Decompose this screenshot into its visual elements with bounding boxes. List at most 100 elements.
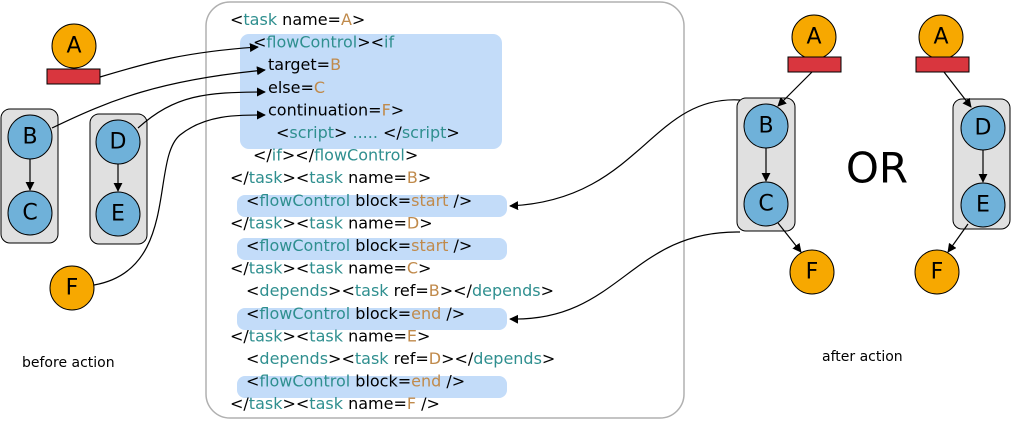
or-label: OR <box>846 144 908 193</box>
code-token: < <box>246 304 259 323</box>
after2-node-e <box>960 182 1006 228</box>
code-token: >< <box>282 168 309 187</box>
code-token: >< <box>282 326 309 345</box>
code-token: < <box>276 123 289 142</box>
code-token: task <box>249 168 283 187</box>
code-token: ></ <box>282 146 315 165</box>
code-token: ref= <box>389 349 429 368</box>
code-token: > <box>418 259 431 278</box>
code-token: if <box>272 146 282 165</box>
before-task-a-bar <box>46 68 101 85</box>
start-d-highlight <box>237 238 507 260</box>
code-token: task <box>249 259 283 278</box>
code-token: name= <box>343 394 407 413</box>
before-node-e <box>95 191 141 237</box>
code-line: </task><task name=F /> <box>230 394 440 413</box>
code-line: <flowControl><if <box>253 33 394 52</box>
code-token: task <box>309 213 343 232</box>
code-token: >< <box>282 213 309 232</box>
arrow-f-to-continuation <box>93 110 266 286</box>
before-node-c <box>7 190 53 236</box>
after1-node-c <box>743 181 789 227</box>
code-token: D <box>429 349 441 368</box>
code-token: name= <box>343 168 407 187</box>
after2-task-a-bar <box>915 56 970 73</box>
code-token: C <box>407 259 418 278</box>
after1-node-b-label: B <box>758 114 773 139</box>
code-token: < <box>246 349 259 368</box>
code-token: block= <box>350 191 411 210</box>
code-token: depends <box>259 281 328 300</box>
code-token: continuation= <box>268 100 382 119</box>
after2-node-f-label: F <box>931 260 944 285</box>
code-token: ref= <box>389 281 429 300</box>
code-token: F <box>407 394 416 413</box>
code-token: task <box>355 281 389 300</box>
code-token: D <box>407 213 419 232</box>
code-token: >< <box>282 394 309 413</box>
if-block-highlight <box>240 34 502 149</box>
code-line: <depends><task ref=D></depends> <box>246 349 555 368</box>
code-token: name= <box>277 10 341 29</box>
before-node-f-label: F <box>66 276 79 301</box>
code-line: <flowControl block=start /> <box>246 191 472 210</box>
code-token: </ <box>230 394 249 413</box>
before-node-f <box>49 265 95 311</box>
code-token: </ <box>230 259 249 278</box>
code-token: task <box>249 326 283 345</box>
code-token: ..... <box>353 123 378 142</box>
code-token: task <box>249 213 283 232</box>
code-token: < <box>253 33 266 52</box>
before-node-d-label: D <box>110 130 127 155</box>
code-token: name= <box>343 213 407 232</box>
code-token: >< <box>282 259 309 278</box>
code-token: /> <box>441 304 465 323</box>
end-c-highlight <box>237 308 507 330</box>
code-token: > <box>418 168 431 187</box>
end-e-highlight <box>237 376 507 398</box>
code-token: ></ <box>440 281 473 300</box>
code-token: > <box>391 100 404 119</box>
code-line: else=C <box>268 78 325 97</box>
arrow-a-to-flowcontrol <box>99 43 259 78</box>
arrow-d-to-else <box>137 87 266 129</box>
code-line: <depends><task ref=B></depends> <box>246 281 554 300</box>
code-line: continuation=F> <box>268 100 404 119</box>
code-token: depends <box>472 281 541 300</box>
code-line: target=B <box>268 55 341 74</box>
code-token: task <box>243 10 277 29</box>
code-token: /> <box>441 372 465 391</box>
code-token: task <box>355 349 389 368</box>
code-token: A <box>341 10 352 29</box>
after2-node-e-label: E <box>976 193 990 218</box>
after1-node-f <box>789 249 835 295</box>
code-token: target= <box>268 55 330 74</box>
code-token: flowControl <box>259 191 350 210</box>
before-node-b-label: B <box>22 125 37 150</box>
code-token: /> <box>448 236 472 255</box>
code-token: > <box>541 281 554 300</box>
code-token: /> <box>448 191 472 210</box>
code-token: depends <box>473 349 542 368</box>
code-listing: <task name=A><flowControl><iftarget=Bels… <box>230 10 555 413</box>
code-token: flowControl <box>266 33 357 52</box>
code-token: E <box>407 326 417 345</box>
after1-edge-c-f <box>777 222 802 253</box>
code-token: name= <box>343 259 407 278</box>
code-token: flowControl <box>259 236 350 255</box>
code-line: <script> ..... </script> <box>276 123 460 142</box>
code-token: block= <box>350 236 411 255</box>
code-token: </ <box>230 168 249 187</box>
code-line: </task><task name=D> <box>230 213 433 232</box>
code-token: ></ <box>441 349 474 368</box>
code-line: <flowControl block=end /> <box>246 304 465 323</box>
code-token: if <box>384 33 394 52</box>
code-token: task <box>309 394 343 413</box>
code-line: </task><task name=B> <box>230 168 431 187</box>
code-token: >< <box>357 33 384 52</box>
code-token: B <box>429 281 440 300</box>
code-token: script <box>289 123 334 142</box>
code-token: </ <box>230 213 249 232</box>
code-token: </ <box>253 146 272 165</box>
